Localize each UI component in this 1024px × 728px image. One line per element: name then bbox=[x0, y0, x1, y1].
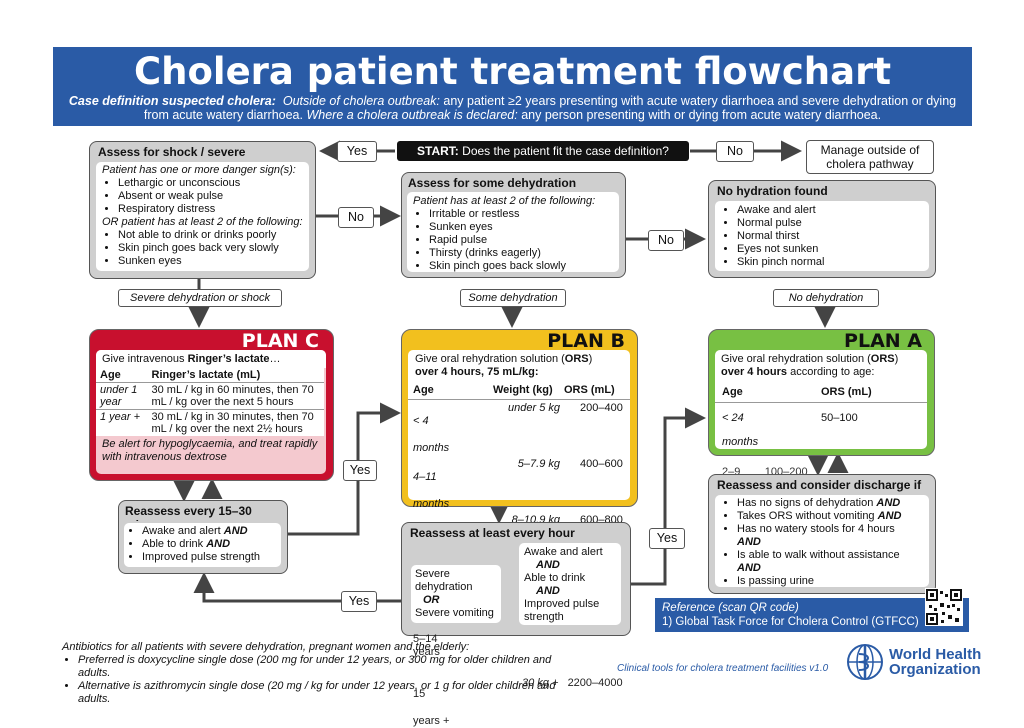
reassess-a-title: Reassess and consider discharge if bbox=[717, 478, 922, 492]
shock-other-signs: Not able to drink or drinks poorly Skin … bbox=[96, 229, 309, 268]
no-dehydration-box: No hydration found Awake and alert Norma… bbox=[708, 180, 936, 278]
reassess-a-box: Reassess and consider discharge if Has n… bbox=[708, 474, 936, 594]
some-signs-list: Irritable or restless Sunken eyes Rapid … bbox=[407, 208, 619, 273]
plan-b-panel: Give oral rehydration solution (ORS) ove… bbox=[408, 350, 630, 526]
plan-b-table: Age Weight (kg) ORS (mL) under 5 kg 200–… bbox=[408, 382, 630, 526]
some-dehydration-box: Assess for some dehydration Patient has … bbox=[401, 172, 626, 278]
shock-assessment-box: Assess for shock / severe dehydration Pa… bbox=[89, 141, 316, 279]
antibiotics-list: Preferred is doxycycline single dose (20… bbox=[62, 654, 562, 706]
table-row: < 24 50–100 months bbox=[722, 412, 858, 448]
reassess-c-title: Reassess every 15–30 minutes bbox=[125, 504, 252, 521]
start-question: START: Does the patient fit the case def… bbox=[397, 141, 689, 161]
shock-danger-signs: Lethargic or unconscious Absent or weak … bbox=[96, 177, 309, 216]
plan-b-overflow-dose: 30 kg + 2200–4000 bbox=[522, 677, 623, 689]
plan-c-title: PLAN C bbox=[241, 330, 319, 352]
no-dehydration-label: No dehydration bbox=[773, 289, 879, 307]
plan-b-box: PLAN B Give oral rehydration solution (O… bbox=[401, 329, 638, 526]
plan-b-overflow-age: 5–14 years bbox=[413, 633, 440, 658]
shock-no-label: No bbox=[338, 207, 374, 228]
plan-c-box: PLAN C Give intravenous Ringer’s lactate… bbox=[89, 329, 334, 481]
page-title: Cholera patient treatment flowchart bbox=[133, 50, 892, 93]
table-row: 5–7.9 kg 400–600 4–11 months bbox=[413, 458, 623, 510]
plan-a-box: PLAN A Give oral rehydration solution (O… bbox=[708, 329, 935, 456]
hypoglycaemia-alert: Be alert for hypoglycaemia, and treat ra… bbox=[102, 438, 318, 463]
plan-a-title: PLAN A bbox=[844, 330, 922, 352]
no-dehydration-signs-panel: Awake and alert Normal pulse Normal thir… bbox=[715, 201, 929, 271]
improvement-panel: Awake and alert AND Able to drink AND Im… bbox=[519, 543, 621, 625]
severe-vomiting-panel: Severe dehydration OR Severe vomiting bbox=[411, 565, 501, 623]
who-wordmark: World Health Organization bbox=[889, 646, 982, 678]
arrow-reassessb-plana bbox=[630, 407, 706, 586]
reference-box: Reference (scan QR code) 1) Global Task … bbox=[655, 598, 969, 632]
start-no-label: No bbox=[716, 141, 754, 162]
no-dehydration-title: No hydration found bbox=[717, 184, 828, 198]
plan-a-panel: Give oral rehydration solution (ORS) ove… bbox=[715, 350, 927, 449]
shock-signs-panel: Patient has one or more danger sign(s): … bbox=[96, 162, 309, 271]
header-banner: Cholera patient treatment flowchart Case… bbox=[53, 47, 972, 126]
some-dehydration-title: Assess for some dehydration bbox=[408, 176, 577, 190]
discharge-criteria-panel: Has no signs of dehydration AND Takes OR… bbox=[715, 495, 929, 587]
reassess-b-title: Reassess at least every hour bbox=[410, 526, 575, 540]
discharge-criteria-list: Has no signs of dehydration AND Takes OR… bbox=[715, 495, 929, 588]
some-no-label: No bbox=[648, 230, 684, 251]
reassess-c-list: Awake and alert AND Able to drink AND Im… bbox=[124, 523, 281, 564]
reassess-c-yes-label: Yes bbox=[343, 460, 377, 481]
table-row: under 5 kg 200–400 < 4 months bbox=[413, 402, 623, 454]
no-dehydration-signs: Awake and alert Normal pulse Normal thir… bbox=[715, 201, 929, 269]
case-definition: Case definition suspected cholera: Outsi… bbox=[68, 94, 957, 122]
start-yes-label: Yes bbox=[337, 141, 377, 162]
shock-assessment-title: Assess for shock / severe dehydration bbox=[98, 145, 246, 159]
qr-code-icon[interactable] bbox=[925, 588, 963, 626]
footer-version: Clinical tools for cholera treatment fac… bbox=[617, 663, 829, 674]
reassess-c-panel: Awake and alert AND Able to drink AND Im… bbox=[124, 523, 281, 567]
reassess-c-box: Reassess every 15–30 minutes Awake and a… bbox=[118, 500, 288, 574]
arrow-reassessb-planc bbox=[193, 572, 405, 603]
some-signs-panel: Patient has at least 2 of the following:… bbox=[407, 192, 619, 272]
some-dehydration-label: Some dehydration bbox=[460, 289, 566, 307]
reassess-b-yes-label-right: Yes bbox=[649, 528, 685, 549]
severe-dehydration-label: Severe dehydration or shock bbox=[118, 289, 282, 307]
reassess-b-yes-label-left: Yes bbox=[341, 591, 377, 612]
reassess-b-box: Reassess at least every hour Severe dehy… bbox=[401, 522, 631, 636]
who-emblem-icon bbox=[847, 644, 883, 680]
antibiotics-note: Antibiotics for all patients with severe… bbox=[62, 641, 562, 706]
manage-outside-box: Manage outside of cholera pathway bbox=[806, 140, 934, 174]
plan-b-title: PLAN B bbox=[547, 330, 625, 352]
table-row: 1 year +30 mL / kg in 30 minutes, then 7… bbox=[96, 409, 324, 436]
plan-a-table: Age ORS (mL) < 24 50–100 months bbox=[715, 382, 927, 448]
